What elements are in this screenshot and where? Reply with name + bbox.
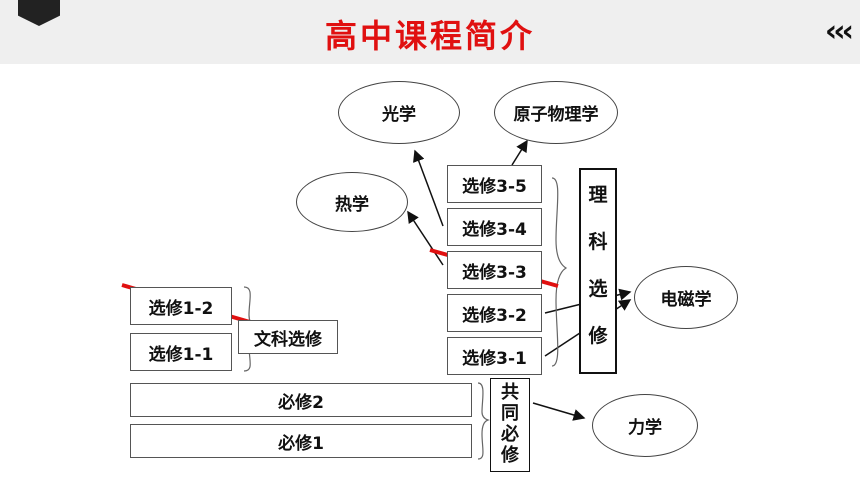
common-label-char: 共 [501, 382, 519, 403]
common-required-label: 共 同 必 修 [490, 378, 530, 472]
science-label-char: 修 [588, 325, 608, 347]
arrow-35-atomic [511, 139, 528, 166]
arrow-common-mechanics [532, 402, 586, 421]
page-title: 高中课程简介 [324, 17, 535, 55]
box-elective-3-1: 选修3-1 [447, 337, 542, 375]
oval-mechanics: 力学 [592, 394, 698, 457]
common-label-char: 修 [501, 445, 519, 466]
common-label-char: 同 [501, 403, 519, 424]
arrow-33-thermo [407, 210, 444, 266]
science-brace [551, 177, 568, 367]
header-bar: 高中课程简介 ‹‹‹ [0, 0, 860, 64]
box-elective-3-3: 选修3-3 [447, 251, 542, 289]
oval-atomic-physics: 原子物理学 [494, 81, 618, 144]
science-label-char: 理 [588, 184, 608, 206]
box-elective-3-5: 选修3-5 [447, 165, 542, 203]
box-required-1: 必修1 [130, 424, 472, 458]
chevron-left-icon[interactable]: ‹‹‹ [824, 14, 854, 49]
box-elective-3-2: 选修3-2 [447, 294, 542, 332]
oval-thermodynamics: 热学 [296, 172, 408, 232]
common-label-char: 必 [501, 424, 519, 445]
required-brace [477, 382, 490, 460]
arrow-34-optics [413, 149, 444, 227]
box-required-2: 必修2 [130, 383, 472, 417]
box-elective-3-4: 选修3-4 [447, 208, 542, 246]
science-electives-label: 理 科 选 修 [579, 168, 617, 374]
oval-electromagnetism: 电磁学 [634, 266, 738, 329]
science-label-char: 选 [588, 278, 608, 300]
science-label-char: 科 [588, 231, 608, 253]
box-elective-1-2: 选修1-2 [130, 287, 232, 325]
box-elective-1-1: 选修1-1 [130, 333, 232, 371]
arts-electives-label: 文科选修 [238, 320, 338, 354]
oval-optics: 光学 [338, 81, 460, 144]
